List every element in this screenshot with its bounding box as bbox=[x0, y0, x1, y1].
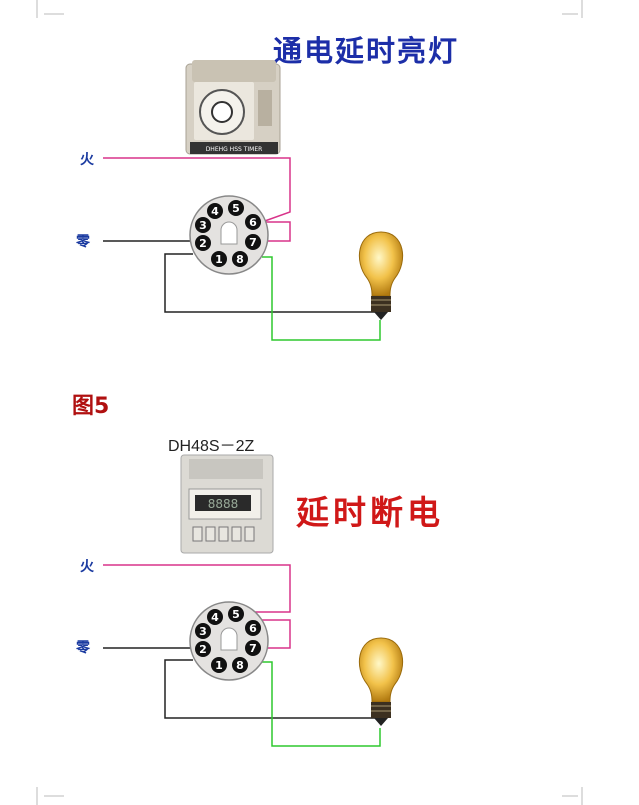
digital-timer-image: 8888 bbox=[180, 454, 274, 554]
timer-display: 8888 bbox=[208, 497, 239, 511]
bulb-wire-2 bbox=[262, 661, 381, 747]
model-label: DH48S－2Z bbox=[168, 438, 255, 455]
pin-6: 6 bbox=[249, 216, 257, 229]
figure-label: 图5 bbox=[72, 394, 110, 419]
pin-7: 7 bbox=[249, 642, 257, 655]
pin-6: 6 bbox=[249, 622, 257, 635]
pin-2: 2 bbox=[199, 643, 207, 656]
light-bulb-icon bbox=[359, 231, 403, 320]
relay-brand-text: DHEHG HSS TIMER bbox=[206, 146, 263, 153]
pin-3: 3 bbox=[199, 219, 207, 232]
pin-2: 2 bbox=[199, 237, 207, 250]
light-bulb-icon bbox=[359, 637, 403, 726]
fire-wire-1 bbox=[103, 157, 291, 223]
pin-5: 5 bbox=[232, 608, 240, 621]
pin-5: 5 bbox=[232, 202, 240, 215]
pin-1: 1 bbox=[215, 253, 223, 266]
fire-wire-2 bbox=[103, 564, 291, 613]
bridge-wire-2 bbox=[262, 619, 291, 649]
pin-4: 4 bbox=[211, 611, 219, 624]
pin-7: 7 bbox=[249, 236, 257, 249]
diagram1-title: 通电延时亮灯 bbox=[273, 34, 460, 68]
pin-4: 4 bbox=[211, 205, 219, 218]
pin-8: 8 bbox=[236, 659, 244, 672]
pin-8: 8 bbox=[236, 253, 244, 266]
timer-relay-image: DHEHG HSS TIMER bbox=[185, 60, 281, 155]
bulb-wire-1 bbox=[262, 256, 381, 341]
fire-label-1: 火 bbox=[80, 152, 94, 168]
diagram2-title: 延时断电 bbox=[296, 493, 444, 532]
socket-pins-2: 5 4 3 2 1 8 7 6 bbox=[195, 606, 261, 673]
fire-label-2: 火 bbox=[80, 559, 94, 575]
pin-1: 1 bbox=[215, 659, 223, 672]
zero-label-2: 零 bbox=[76, 640, 90, 656]
pin-3: 3 bbox=[199, 625, 207, 638]
socket-pins-1: 5 4 3 2 1 8 7 6 bbox=[195, 200, 261, 267]
bridge-wire-1 bbox=[262, 221, 291, 242]
zero-label-1: 零 bbox=[76, 234, 90, 250]
